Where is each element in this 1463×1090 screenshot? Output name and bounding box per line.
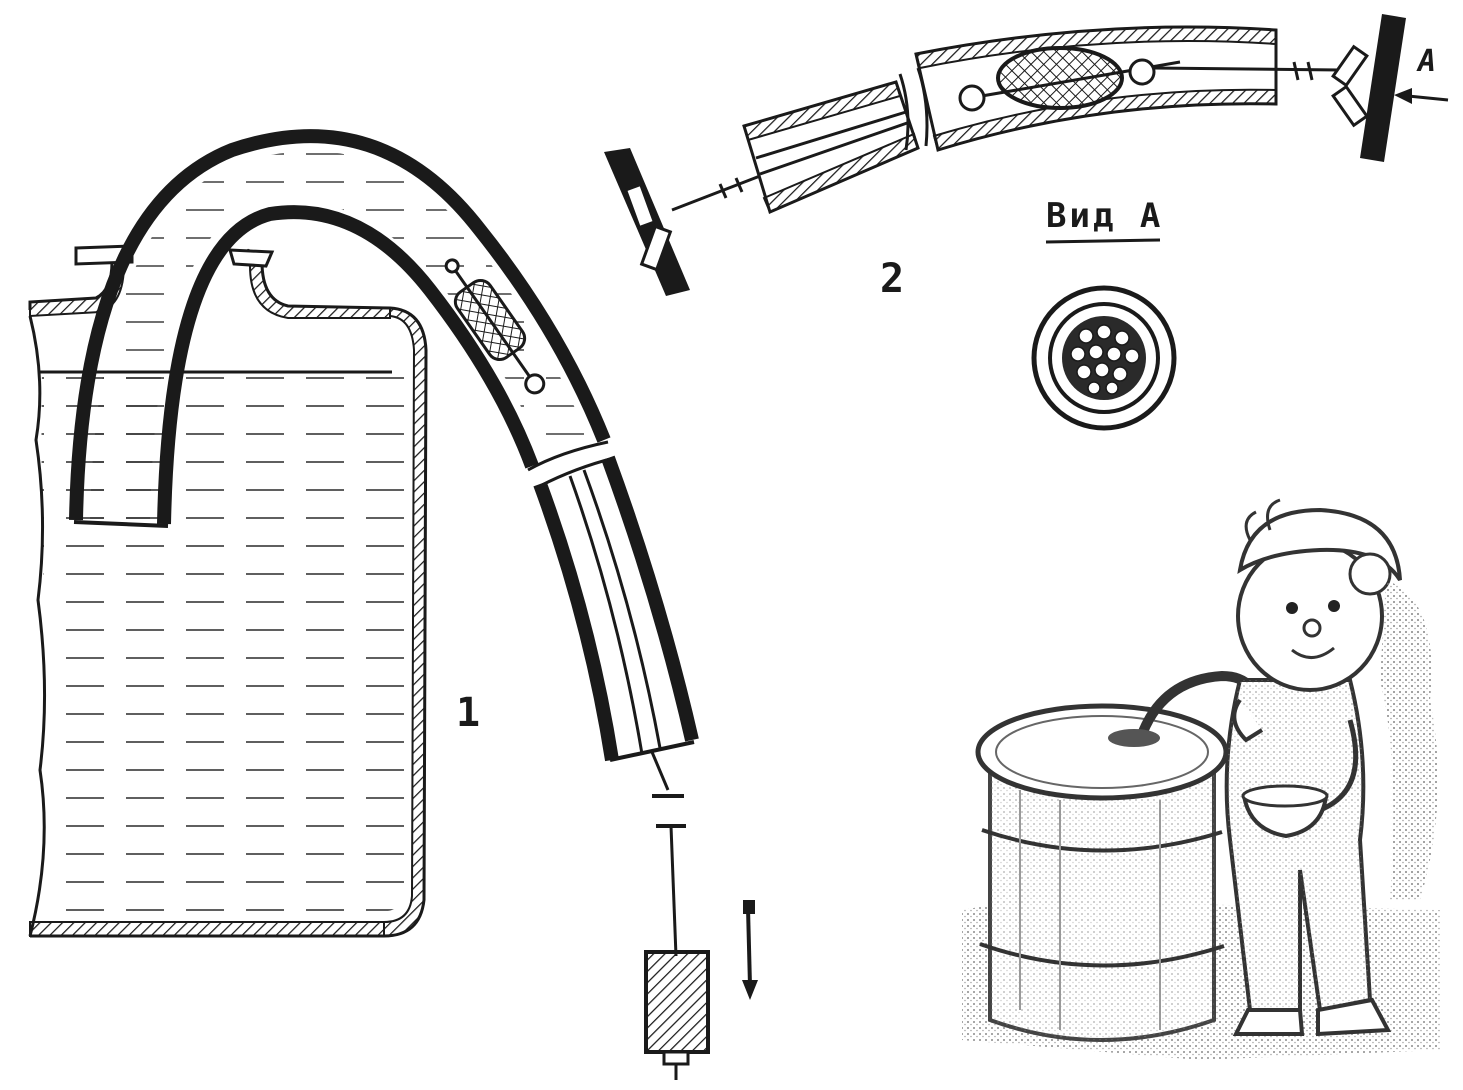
filter-ring-left (958, 84, 986, 112)
clip-right (1331, 44, 1369, 128)
clip-left (623, 182, 673, 272)
background-bush (1380, 580, 1438, 900)
pull-rod (650, 751, 670, 791)
hose-outlet-puddle (1108, 729, 1160, 747)
filter-insert-fig2 (996, 46, 1124, 110)
siphon-hose-outer-core (71, 131, 609, 521)
hose-water (90, 151, 590, 520)
pull-rod-lower (669, 825, 678, 957)
boy (1224, 498, 1402, 1037)
siphon-hose-inner-core (159, 207, 537, 525)
boy-barrel-illustration (962, 498, 1440, 1060)
rod-left-break (718, 177, 744, 199)
hose-segment-left-wall-bottom (762, 132, 920, 214)
filter-cartridge-fig1 (444, 258, 546, 395)
view-a-detail (1031, 238, 1177, 431)
hose-segment-right-wall-top (914, 26, 1277, 70)
hose-segment-left-wall-top (742, 80, 902, 142)
filter-ring-right (1128, 58, 1156, 86)
hose-lower-inner-core (603, 456, 697, 742)
canister-break-edge (28, 315, 47, 937)
canister-wall-hatch-bottom (29, 921, 385, 937)
figure-2-label: 2 (880, 256, 905, 302)
down-arrow-icon (742, 900, 758, 1000)
sinker-cap (662, 1050, 690, 1066)
rod-right (1153, 66, 1341, 72)
view-a-holes (1070, 324, 1140, 395)
view-a-arrow-letter: А (1418, 44, 1437, 79)
figure-2-hose-detail (604, 14, 1449, 296)
hose-lower-bore (568, 469, 662, 755)
view-a-title: Вид А (1046, 196, 1164, 236)
sinker-weight (644, 950, 710, 1054)
view-a-underline (1045, 238, 1161, 244)
hose-lower-end (609, 740, 695, 762)
barrel (975, 703, 1229, 1042)
rod-left (671, 174, 761, 212)
rod-right-break (1292, 61, 1314, 81)
hose-segment-left-bore (755, 110, 911, 176)
view-a-arrow-icon (1394, 88, 1449, 104)
hose-lower-outer-core (535, 482, 617, 761)
hose-open-end (73, 520, 169, 528)
figure-1-siphon (28, 129, 758, 1080)
plate-right (1360, 14, 1406, 162)
figure-1-label: 1 (456, 690, 481, 736)
